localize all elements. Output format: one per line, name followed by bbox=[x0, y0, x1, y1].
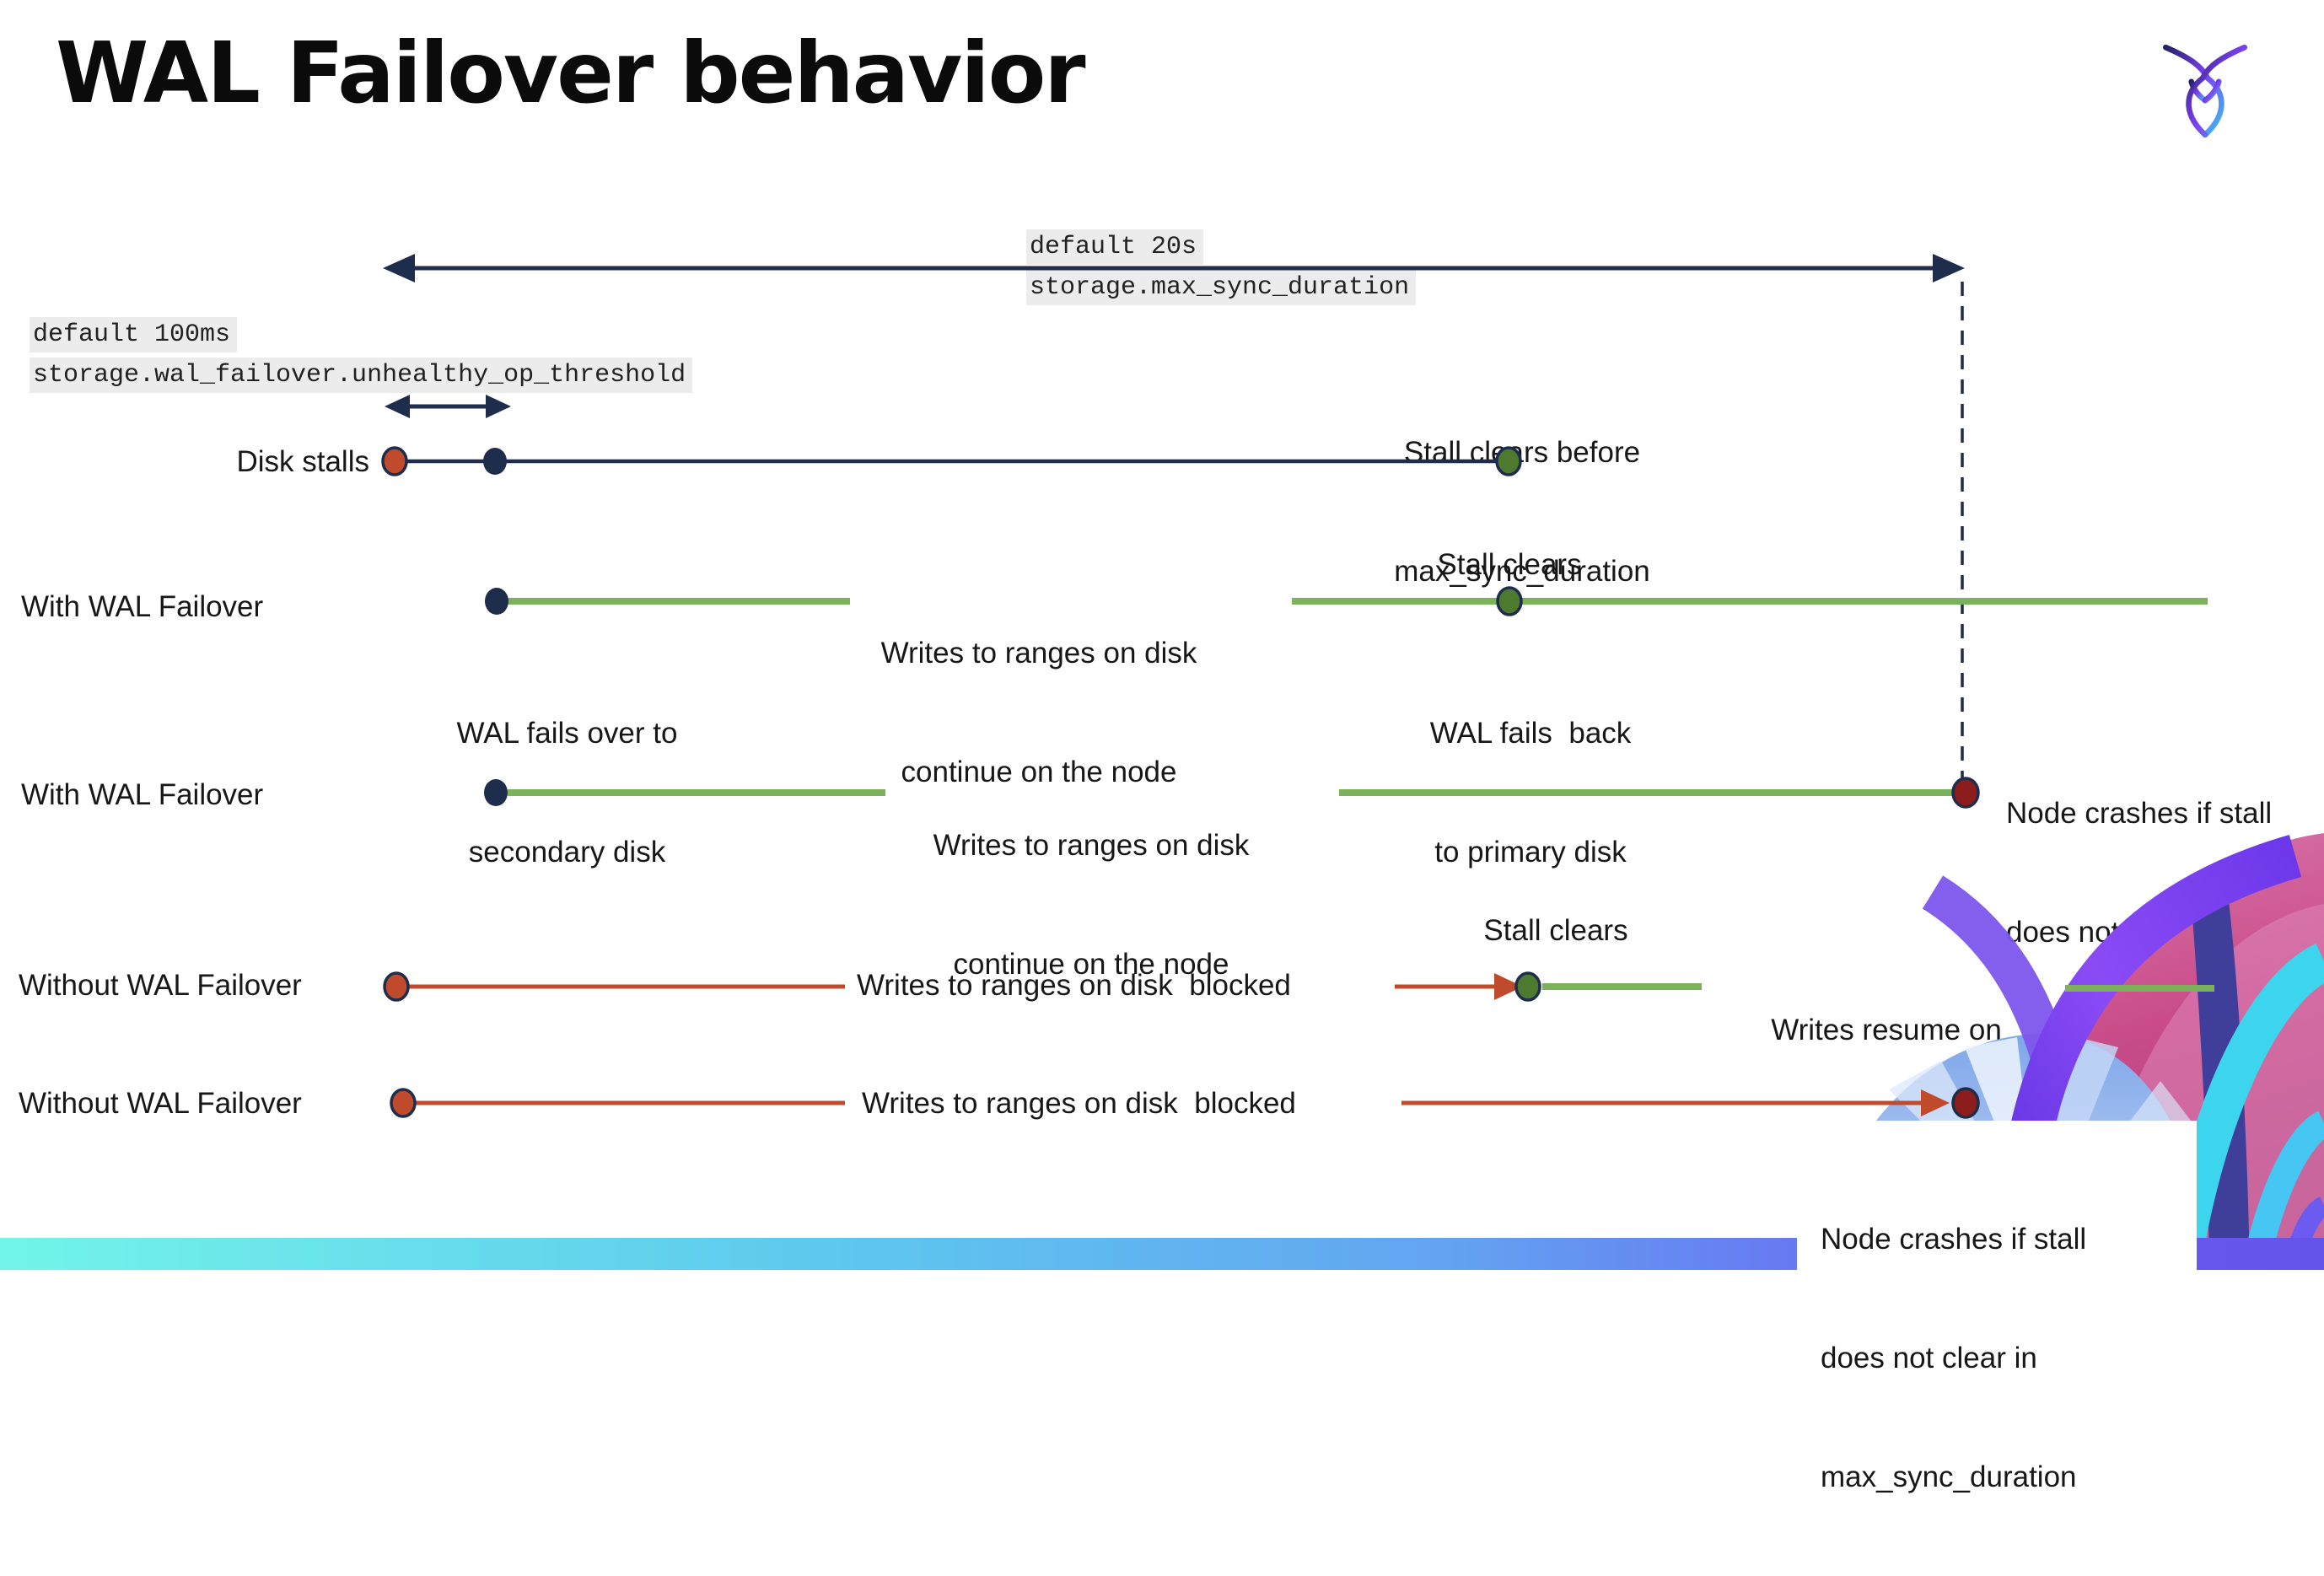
max-sync-default: default 20s bbox=[1026, 229, 1204, 265]
unhealthy-op-threshold-arrow bbox=[385, 395, 511, 418]
with-failover-clears-timeline bbox=[485, 586, 2208, 616]
max-sync-duration-arrow bbox=[383, 254, 1965, 282]
cockroachdb-logo bbox=[2162, 44, 2248, 138]
with-failover-crash-timeline bbox=[484, 777, 1980, 809]
stall-start-dot bbox=[383, 971, 410, 1002]
unhealthy-op-setting-label: default 100ms storage.wal_failover.unhea… bbox=[30, 317, 693, 398]
row-label-without-wal-failover-1: Without WAL Failover bbox=[19, 969, 302, 1002]
stall-start-dot bbox=[390, 1088, 417, 1118]
unhealthy-op-name: storage.wal_failover.unhealthy_op_thresh… bbox=[30, 358, 693, 393]
stall-clears-dot bbox=[1496, 586, 1523, 616]
row-label-disk-stalls: Disk stalls bbox=[236, 445, 369, 478]
disk-stalls-timeline bbox=[381, 446, 1522, 476]
note-writes-blocked-row5: Writes to ranges on disk blocked bbox=[862, 1087, 1296, 1120]
row-label-with-wal-failover-1: With WAL Failover bbox=[21, 590, 264, 623]
stall-clears-dot bbox=[1495, 446, 1522, 476]
note-node-crashes-row5: Node crashes if stall does not clear in … bbox=[1821, 1223, 2087, 1493]
unhealthy-op-default: default 100ms bbox=[30, 317, 238, 352]
note-wal-fails-over: WAL fails over to secondary disk bbox=[456, 717, 678, 869]
stall-start-dot bbox=[381, 446, 408, 476]
page-title: WAL Failover behavior bbox=[56, 24, 1086, 122]
without-failover-crash-timeline bbox=[390, 1087, 1980, 1119]
note-stall-clears-row2: Stall clears bbox=[1437, 548, 1582, 581]
row-label-with-wal-failover-2: With WAL Failover bbox=[21, 778, 264, 811]
failover-dot bbox=[485, 588, 508, 615]
note-writes-continue-row3: Writes to ranges on disk continue on the… bbox=[933, 829, 1250, 981]
max-sync-name: storage.max_sync_duration bbox=[1026, 270, 1417, 305]
max-sync-setting-label: default 20s storage.max_sync_duration bbox=[1026, 229, 1417, 310]
node-crash-dot bbox=[1951, 1087, 1980, 1119]
stall-clears-dot bbox=[1514, 971, 1541, 1002]
row-label-without-wal-failover-2: Without WAL Failover bbox=[19, 1087, 302, 1120]
note-writes-blocked-row4: Writes to ranges on disk blocked bbox=[857, 969, 1291, 1002]
without-failover-clears-timeline bbox=[383, 971, 2214, 1002]
note-stall-clears-before: Stall clears before max_sync_duration bbox=[1394, 436, 1650, 588]
crash-note-box bbox=[1797, 1121, 2197, 1270]
node-crash-dot bbox=[1951, 777, 1980, 809]
note-writes-continue-row2: Writes to ranges on disk continue on the… bbox=[880, 637, 1197, 788]
failover-dot bbox=[484, 779, 508, 806]
slide: { "title": "WAL Failover behavior", "log… bbox=[0, 24, 2324, 1493]
note-wal-fails-back: WAL fails back to primary disk bbox=[1429, 717, 1632, 869]
threshold-dot bbox=[483, 448, 507, 475]
note-stall-clears-row4: Stall clears bbox=[1483, 914, 1628, 947]
